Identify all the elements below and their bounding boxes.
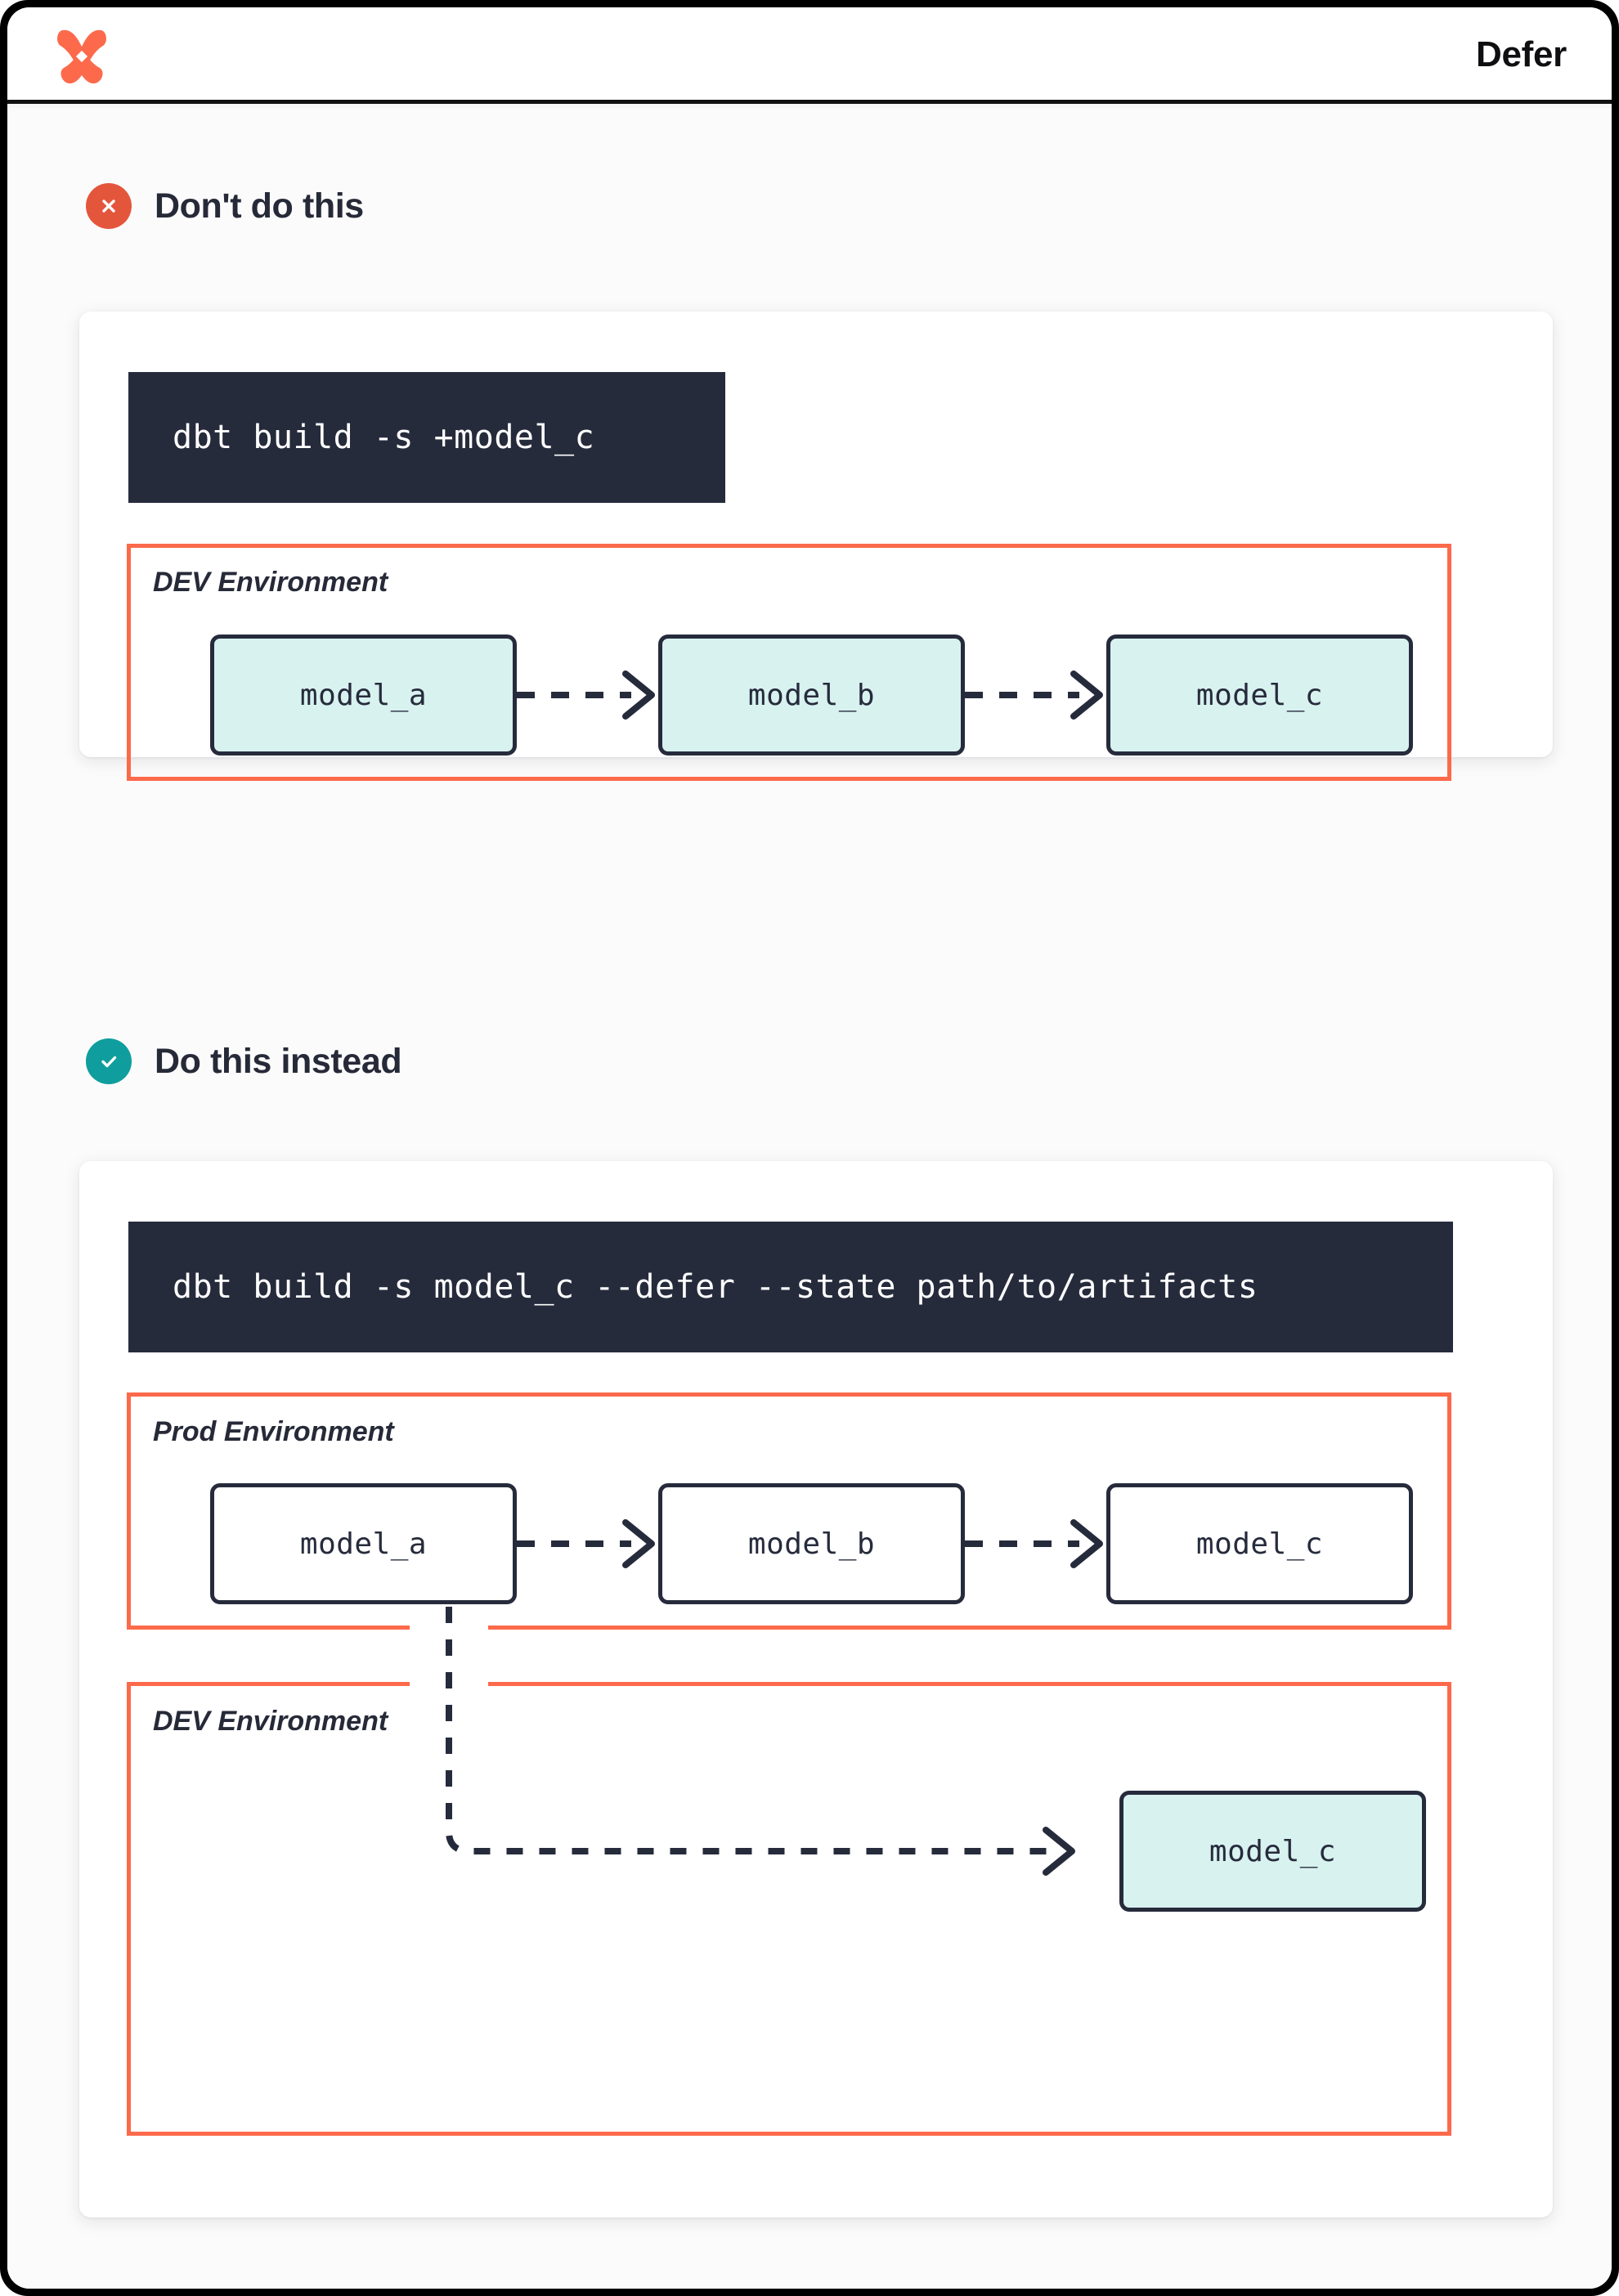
model-node-c-dev[interactable]: model_c xyxy=(1119,1791,1426,1912)
model-node-a-dont[interactable]: model_a xyxy=(210,635,517,756)
env-box-dev-dont xyxy=(127,544,1451,781)
code-block-do: dbt build -s model_c --defer --state pat… xyxy=(128,1222,1453,1352)
edges-do xyxy=(446,1519,1103,1876)
code-block-dont: dbt build -s +model_c xyxy=(128,372,725,503)
command-text-dont: dbt build -s +model_c xyxy=(173,419,595,456)
section-title-dont: Don't do this xyxy=(155,186,364,226)
model-node-label: model_c xyxy=(1195,678,1324,712)
page-title: Defer xyxy=(1476,34,1567,74)
model-node-c-dont[interactable]: model_c xyxy=(1106,635,1413,756)
app-header: Defer xyxy=(7,7,1612,104)
check-circle-icon xyxy=(86,1038,132,1084)
content-area: Don't do this dbt build -s +model_c DEV … xyxy=(7,108,1612,2289)
env-box-prod xyxy=(127,1392,1451,1630)
model-node-b-prod[interactable]: model_b xyxy=(658,1483,965,1604)
command-text-do: dbt build -s model_c --defer --state pat… xyxy=(173,1268,1258,1306)
model-node-label: model_a xyxy=(299,678,428,712)
env-label-dev-do: DEV Environment xyxy=(153,1706,388,1737)
model-node-label: model_b xyxy=(747,678,876,712)
section-header-do: Do this instead xyxy=(86,1038,402,1084)
env-label-dev-dont: DEV Environment xyxy=(153,567,388,598)
dbt-logo-icon xyxy=(51,25,113,87)
model-node-label: model_c xyxy=(1209,1834,1337,1868)
env-box-dev-do xyxy=(127,1682,1451,2136)
card-do: dbt build -s model_c --defer --state pat… xyxy=(79,1161,1553,2218)
model-node-label: model_a xyxy=(299,1527,428,1561)
card-dont: dbt build -s +model_c DEV Environment mo… xyxy=(79,312,1553,781)
model-node-b-dont[interactable]: model_b xyxy=(658,635,965,756)
model-node-label: model_b xyxy=(747,1527,876,1561)
section-header-dont: Don't do this xyxy=(86,183,364,229)
border-gap-prod-bottom xyxy=(410,1621,488,1636)
model-node-a-prod[interactable]: model_a xyxy=(210,1483,517,1604)
section-title-do: Do this instead xyxy=(155,1041,402,1081)
x-circle-icon xyxy=(86,183,132,229)
model-node-label: model_c xyxy=(1195,1527,1324,1561)
edges-dont xyxy=(517,670,1103,720)
env-label-prod: Prod Environment xyxy=(153,1416,394,1447)
screen: Defer Don't do this dbt build -s +model_… xyxy=(7,7,1612,2289)
model-node-c-prod[interactable]: model_c xyxy=(1106,1483,1413,1604)
